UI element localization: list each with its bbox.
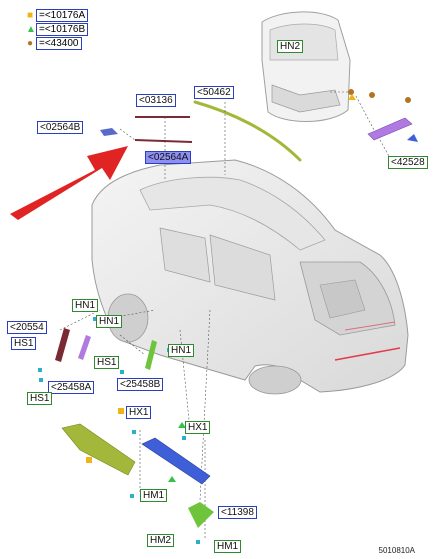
circle-icon: ● [26,38,34,49]
label-03136[interactable]: <03136 [136,94,176,107]
label-hn1[interactable]: HN1 [96,315,123,328]
triangle-icon: ▲ [26,24,36,35]
label-hx1[interactable]: HX1 [126,406,152,419]
trim-strip-lower-part [134,139,193,143]
legend-item-square: ■=<10176A [26,9,89,22]
label-hs1[interactable]: HS1 [11,337,37,350]
fastener-triangle-icon [348,94,356,100]
sill-trim-part-b [141,437,211,485]
fastener-triangle-icon [178,422,186,428]
tailgate-strip-part [367,117,413,141]
fastener-circle-icon [405,97,411,103]
clip-part [100,128,118,136]
roof-trim-part [193,100,302,162]
label-50462[interactable]: <50462 [194,86,234,99]
label-25458b[interactable]: <25458B [117,378,164,391]
label-hs1[interactable]: HS1 [27,392,53,405]
fastener-circle-icon [369,92,375,98]
label-hs1[interactable]: HS1 [94,356,120,369]
fastener-circle-icon [348,89,354,95]
fastener-triangle-icon [168,476,176,482]
callout-arrow [10,146,128,220]
label-11398[interactable]: <11398 [218,506,257,519]
pillar-trim-part-b [78,335,91,360]
label-20554[interactable]: <20554 [7,321,47,334]
label-hn1[interactable]: HN1 [72,299,99,312]
label-hm1[interactable]: HM1 [140,489,168,502]
reference-number: 5010810A [378,546,415,555]
car-body [91,159,409,395]
label-02564b[interactable]: <02564B [37,121,84,134]
tailgate-view [261,11,351,122]
label-hx1[interactable]: HX1 [185,421,211,434]
legend-item-circle: ●=<43400 [26,37,82,50]
sill-trim-part [61,423,136,476]
fastener-square-icon [86,457,92,463]
bracket-part [188,502,214,528]
label-hm1[interactable]: HM1 [214,540,242,553]
label-25458a[interactable]: <25458A [48,381,95,394]
label-hm2[interactable]: HM2 [147,534,175,547]
square-icon: ■ [26,10,34,21]
pillar-trim-part-c [145,340,157,370]
label-02564a[interactable]: <02564A [145,151,192,164]
label-hn2[interactable]: HN2 [277,40,304,53]
legend-item-triangle: ▲=<10176B [26,23,89,36]
pillar-trim-part [55,328,70,362]
label-hn1[interactable]: HN1 [168,344,195,357]
label-42528[interactable]: <42528 [388,156,428,169]
tailgate-clip-part [407,134,418,142]
fastener-square-icon [118,408,124,414]
